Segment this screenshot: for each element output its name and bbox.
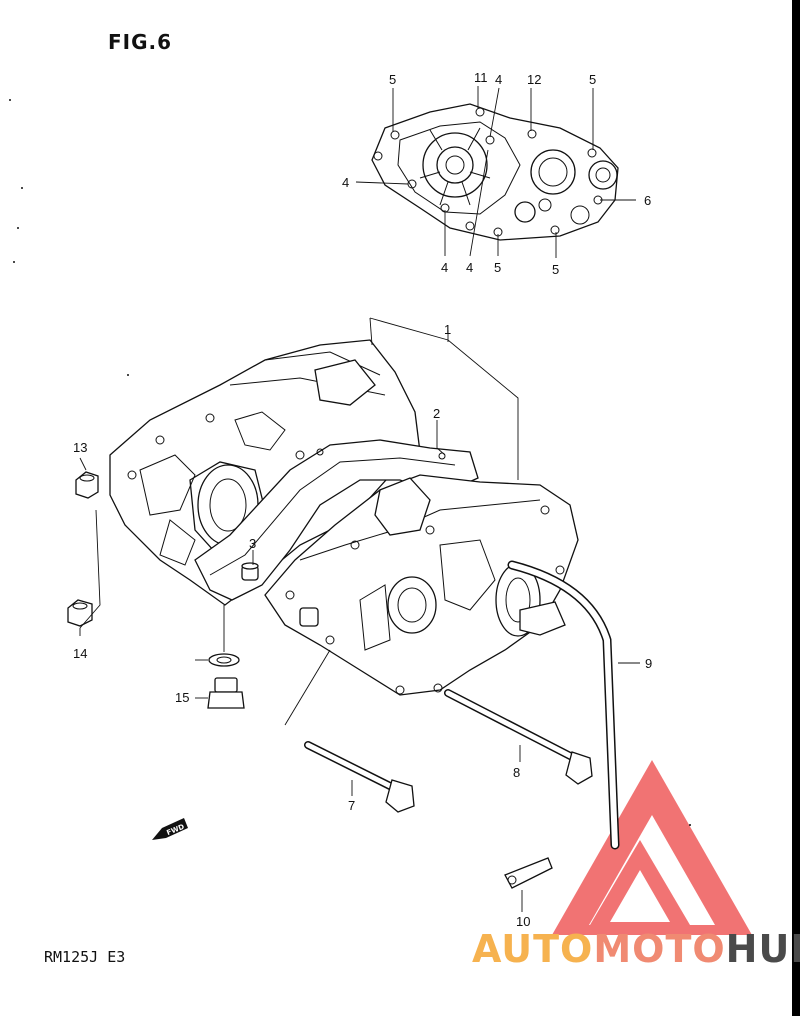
callout-8: 12 (527, 72, 541, 87)
callout-12: 9 (645, 656, 652, 671)
inset-crankcase-view (371, 103, 619, 241)
callout-5-top-right: 5 (589, 72, 596, 87)
callout-4-bottom-a: 4 (441, 260, 448, 275)
watermark-triangle (552, 760, 752, 935)
drain-plug (207, 677, 245, 709)
crankcase-right-half (264, 474, 579, 696)
callout-7: 11 (474, 70, 488, 85)
callout-14: 15 (175, 690, 189, 705)
model-code: RM125J E3 (44, 948, 126, 966)
callout-6: 6 (644, 193, 651, 208)
dowel-pin (241, 562, 259, 581)
callout-5-bottom-a: 5 (494, 260, 501, 275)
inset-leaders (355, 86, 636, 258)
callout-4-bottom-b: 4 (466, 260, 473, 275)
washer (208, 653, 240, 667)
bolt-long (444, 689, 593, 785)
crankcase-left-half (109, 339, 421, 606)
callout-labels: 5 11 4 12 5 4 6 4 4 5 5 1 2 3 13 14 15 9… (73, 70, 652, 929)
callout-4-left: 4 (342, 175, 349, 190)
callout-9: 7 (348, 798, 355, 813)
callout-2: 2 (433, 406, 440, 421)
forward-direction-arrow: FWD (152, 818, 188, 840)
callout-5-top-left: 5 (389, 72, 396, 87)
callout-3: 3 (249, 536, 256, 551)
callout-5-bottom-b: 5 (552, 262, 559, 277)
callout-11-upper: 13 (73, 440, 87, 455)
nut-upper (75, 471, 99, 499)
watermark-moto: MOTO (593, 927, 726, 971)
page-edge (792, 0, 800, 1016)
watermark-auto: AUTO (472, 927, 594, 971)
callout-1: 1 (444, 322, 451, 337)
bolt-short (304, 741, 415, 813)
callout-4-top: 4 (495, 72, 502, 87)
callout-13: 10 (516, 914, 530, 929)
main-leaders (79, 317, 640, 912)
breather-hose (507, 560, 620, 850)
callout-11-lower: 14 (73, 646, 87, 661)
scan-specks (9, 99, 691, 826)
figure-title: FIG.6 (108, 30, 173, 54)
nut-lower (67, 599, 93, 627)
watermark-logo: AUTOMOTOHUB (472, 930, 800, 968)
hose-clamp (504, 857, 553, 889)
fwd-label: FWD (166, 823, 186, 837)
watermark-hub: HUB (725, 927, 800, 971)
callout-10: 8 (513, 765, 520, 780)
